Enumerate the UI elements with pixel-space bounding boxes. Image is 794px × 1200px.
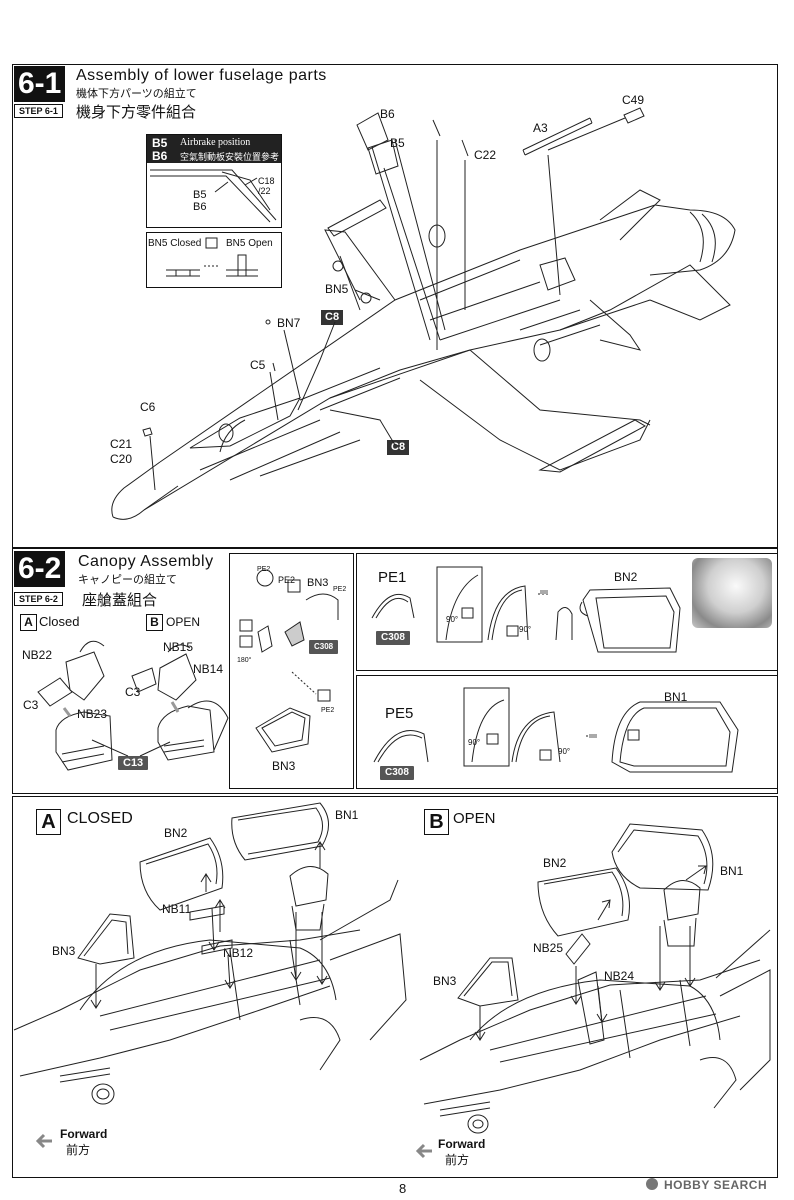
airbrake-lbl-c18: C18 — [258, 176, 275, 186]
section-b-nb25: NB25 — [533, 941, 564, 955]
step-6-1-title-jp: 機体下方パーツの組立て — [76, 88, 197, 100]
airbrake-code-box — [147, 135, 281, 163]
airbrake-code-b5: B5 — [152, 136, 168, 150]
bn5-open-label: BN5 Open — [226, 238, 273, 249]
open-letter-box: B — [146, 614, 163, 631]
airbrake-code-b6: B6 — [152, 149, 168, 163]
canopy-photo — [692, 558, 772, 628]
step-6-1-tag: STEP 6-1 — [14, 104, 63, 118]
section-b-forward: Forward — [438, 1137, 486, 1151]
part-label-c3-a: C3 — [23, 698, 39, 712]
bn3-label-top: BN3 — [307, 577, 329, 589]
part-label-b6: B6 — [380, 107, 395, 121]
airbrake-title-en: Airbrake position — [180, 137, 251, 148]
section-a-nb12: NB12 — [223, 946, 254, 960]
pe1-bn2-label: BN2 — [614, 570, 638, 584]
part-label-c6: C6 — [140, 400, 156, 414]
pe1-label: PE1 — [378, 569, 407, 586]
section-a-title: CLOSED — [67, 810, 133, 827]
pe5-angle-b: 90° — [558, 747, 571, 756]
part-label-c22: C22 — [474, 148, 497, 162]
part-label-c21: C21 — [110, 437, 133, 451]
watermark: HOBBY SEARCH — [664, 1178, 768, 1192]
watermark-logo — [646, 1178, 658, 1190]
bn5-closed-label: BN5 Closed — [148, 238, 202, 249]
part-label-bn7: BN7 — [277, 316, 301, 330]
section-a-letter: A — [36, 809, 61, 835]
section-b-bn3: BN3 — [433, 974, 457, 988]
bn3-pe2-a: PE2 — [257, 566, 271, 573]
part-label-c49: C49 — [622, 93, 645, 107]
step-6-2-tag: STEP 6-2 — [14, 592, 63, 606]
section-a-bn1: BN1 — [335, 808, 359, 822]
part-label-b5: B5 — [390, 136, 405, 150]
part-label-nb22: NB22 — [22, 648, 53, 662]
step-6-2-title-jp: キャノピーの組立て — [78, 574, 177, 586]
part-label-bn5: BN5 — [325, 282, 349, 296]
part-label-nb14: NB14 — [193, 662, 224, 676]
section-ab-panel — [12, 796, 778, 1178]
part-label-c5: C5 — [250, 358, 266, 372]
airbrake-lbl-b6: B6 — [193, 201, 207, 213]
airbrake-title-zh: 空氣制動板安裝位置參考 — [180, 152, 280, 162]
section-b-nb24: NB24 — [604, 969, 635, 983]
airbrake-lbl-22: /22 — [258, 186, 271, 196]
bn3-pe2-d: PE2 — [321, 707, 335, 714]
step-6-2-number: 6-2 — [14, 551, 66, 587]
pe1-c308-tag: C308 — [376, 631, 410, 645]
section-b-letter: B — [424, 809, 449, 835]
step-6-1-title-zh: 機身下方零件組合 — [76, 104, 197, 121]
part-label-c3-b: C3 — [125, 685, 141, 699]
bn3-angle: 180° — [237, 657, 252, 664]
bn3-pe2-b: PE2 — [278, 575, 296, 585]
section-a-forward: Forward — [60, 1127, 108, 1141]
pe5-angle-a: 90° — [468, 738, 481, 747]
step-6-2-title-en: Canopy Assembly — [78, 553, 214, 570]
bn3-label-bottom: BN3 — [272, 759, 296, 773]
bn3-c308-tag: C308 — [309, 640, 339, 654]
part-tag-c8-top: C8 — [321, 310, 344, 325]
part-tag-c13: C13 — [118, 756, 149, 770]
section-b-forward-zh: 前方 — [445, 1153, 470, 1167]
section-a-nb11: NB11 — [162, 902, 192, 916]
bn3-pe2-c: PE2 — [333, 586, 347, 593]
page-number: 8 — [399, 1181, 407, 1196]
part-label-nb15: NB15 — [163, 640, 194, 654]
closed-letter-box: A — [20, 614, 37, 631]
pe1-angle-b: 90° — [519, 625, 532, 634]
pe1-angle-a: 90° — [446, 615, 459, 624]
pe5-label: PE5 — [385, 705, 414, 722]
part-label-a3: A3 — [533, 121, 548, 135]
step-6-2-title-zh: 座艙蓋組合 — [82, 592, 158, 609]
section-a-bn3: BN3 — [52, 944, 76, 958]
part-label-nb23: NB23 — [77, 707, 108, 721]
section-a-bn2: BN2 — [164, 826, 188, 840]
closed-label: Closed — [39, 614, 80, 629]
section-b-title: OPEN — [453, 810, 496, 827]
pe5-bn1-label: BN1 — [664, 690, 688, 704]
pe5-subpanel — [356, 675, 778, 789]
section-b-bn1: BN1 — [720, 864, 744, 878]
airbrake-lbl-b5: B5 — [193, 189, 207, 201]
part-label-c20: C20 — [110, 452, 133, 466]
step-6-1-title-en: Assembly of lower fuselage parts — [76, 67, 327, 84]
pe5-c308-tag: C308 — [380, 766, 414, 780]
open-label: OPEN — [166, 615, 201, 629]
section-a-forward-zh: 前方 — [66, 1143, 91, 1157]
step-6-1-number: 6-1 — [14, 66, 66, 102]
part-tag-c8-bottom: C8 — [387, 440, 410, 455]
section-b-bn2: BN2 — [543, 856, 567, 870]
